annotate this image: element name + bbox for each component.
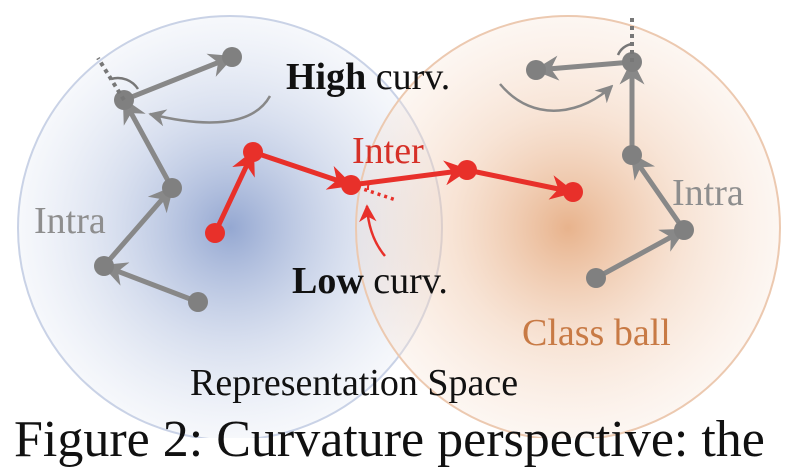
inter-node	[243, 142, 263, 162]
inter-label: Inter	[352, 130, 424, 172]
high-curvature-pointer-right	[499, 83, 614, 112]
intra-node	[674, 220, 694, 240]
intra-node	[526, 60, 546, 80]
high-curvature-angle-right	[616, 18, 634, 62]
high-label-bold: High	[286, 56, 367, 98]
inter-node	[205, 223, 225, 243]
inter-node	[457, 160, 477, 180]
inter-nodes	[205, 142, 583, 243]
low-curvature-angle	[350, 182, 397, 202]
figure-caption: Figure 2: Curvature perspective: the	[14, 411, 765, 468]
intra-nodes-left	[94, 47, 242, 312]
class-ball-right	[355, 15, 781, 438]
intra-node	[586, 268, 606, 288]
intra-node	[162, 178, 182, 198]
inter-path	[212, 149, 576, 236]
representation-space-label: Representation Space	[190, 362, 519, 404]
intra-node	[222, 47, 242, 67]
low-label-rest: curv.	[363, 260, 448, 302]
intra-path-right	[533, 55, 687, 281]
intra-label-left: Intra	[34, 200, 106, 242]
high-curvature-label: High curv.	[286, 58, 450, 96]
diagram-canvas	[17, 15, 781, 438]
high-curvature-angle-left	[96, 56, 140, 102]
inter-node	[563, 182, 583, 202]
low-curvature-label: Low curv.	[292, 262, 448, 300]
high-label-rest: curv.	[366, 56, 451, 98]
intra-path-left	[101, 53, 235, 305]
intra-node	[622, 145, 642, 165]
class-ball-label: Class ball	[522, 312, 671, 354]
low-curvature-pointer	[359, 204, 386, 257]
intra-node	[94, 256, 114, 276]
intra-node	[188, 292, 208, 312]
low-label-bold: Low	[292, 260, 364, 302]
intra-label-right: Intra	[672, 172, 744, 214]
high-curvature-pointer-left	[148, 95, 272, 127]
